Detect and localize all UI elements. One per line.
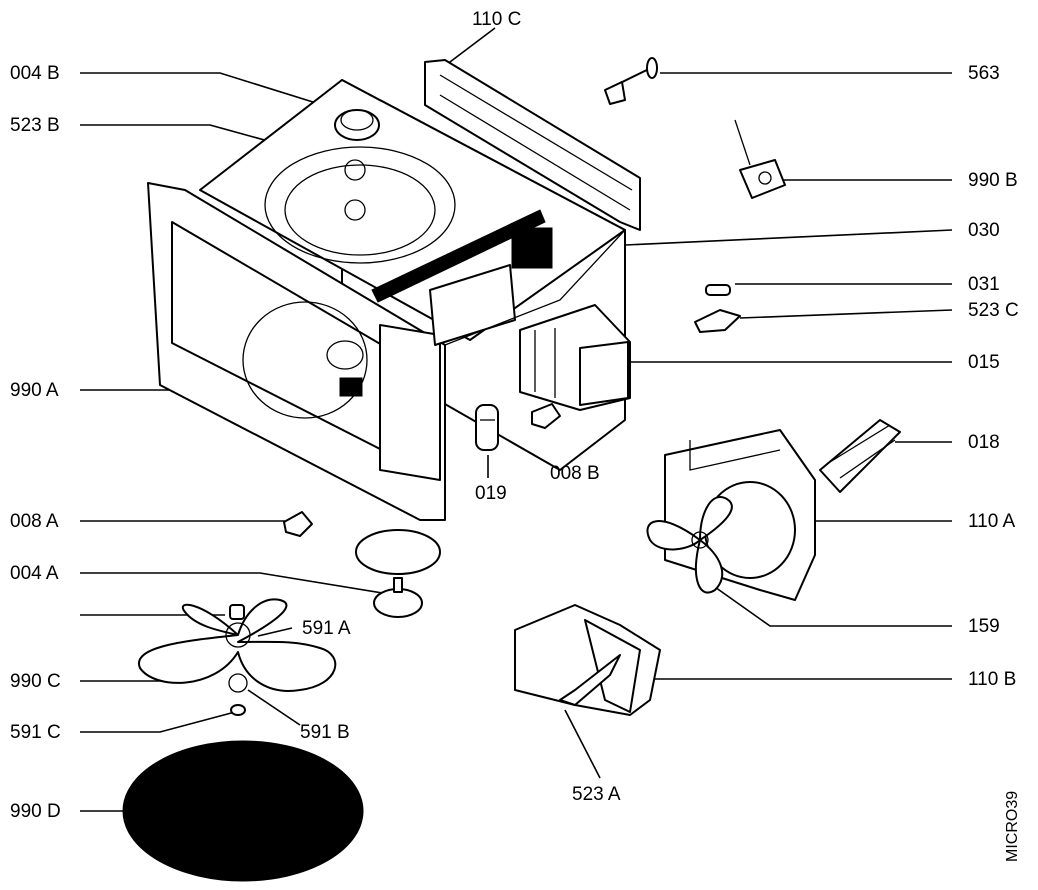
label-523a: 523 A: [572, 784, 621, 805]
part-110a-fan-housing: [664, 429, 816, 601]
part-990d-glass-plate: [122, 740, 364, 882]
label-110c: 110 C: [472, 9, 521, 30]
label-591b: 591 B: [300, 722, 350, 743]
part-004b-motor: [334, 109, 380, 141]
part-coupler-disc: [355, 529, 441, 575]
part-labels: 110 C 563 004 B 523 B 990 B 030 031 523 …: [10, 9, 1021, 862]
part-018-switch: [819, 419, 901, 493]
label-523c: 523 C: [968, 300, 1019, 321]
label-030: 030: [968, 220, 1000, 241]
part-523c-clip: [694, 309, 741, 333]
label-563: 563: [968, 63, 1000, 84]
label-031: 031: [968, 274, 1000, 295]
label-523b: 523 B: [10, 115, 60, 136]
part-004a-motor: [373, 577, 423, 618]
part-015-magnetron: [519, 304, 631, 411]
label-008b: 008 B: [550, 463, 600, 484]
label-591c: 591 C: [10, 722, 61, 743]
label-990c: 990 C: [10, 671, 61, 692]
label-015: 015: [968, 352, 1000, 373]
label-004a: 004 A: [10, 563, 59, 584]
part-030-block: [511, 227, 553, 269]
part-110c-cover: [424, 59, 641, 231]
label-990b: 990 B: [968, 170, 1018, 191]
label-018: 018: [968, 432, 1000, 453]
part-008a-bracket: [283, 511, 313, 537]
part-019-lamp: [475, 404, 499, 451]
label-110a: 110 A: [968, 511, 1016, 532]
part-990b-plug: [734, 119, 786, 199]
part-990c-roller-support: [138, 598, 337, 693]
label-990a: 990 A: [10, 380, 59, 401]
part-591c-washer: [230, 704, 246, 716]
label-990d: 990 D: [10, 801, 61, 822]
part-008b-bracket: [531, 403, 561, 429]
label-008a: 008 A: [10, 511, 59, 532]
label-159: 159: [968, 616, 1000, 637]
part-563-pin: [604, 57, 658, 105]
label-004b: 004 B: [10, 63, 60, 84]
part-110b-duct: [514, 604, 661, 716]
label-110b: 110 B: [968, 669, 1016, 690]
part-031-fuse: [705, 284, 731, 296]
part-159-fan: [646, 496, 733, 594]
label-019: 019: [475, 483, 507, 504]
label-591a: 591 A: [302, 618, 351, 639]
diagram-code: MICRO39: [1004, 791, 1021, 862]
